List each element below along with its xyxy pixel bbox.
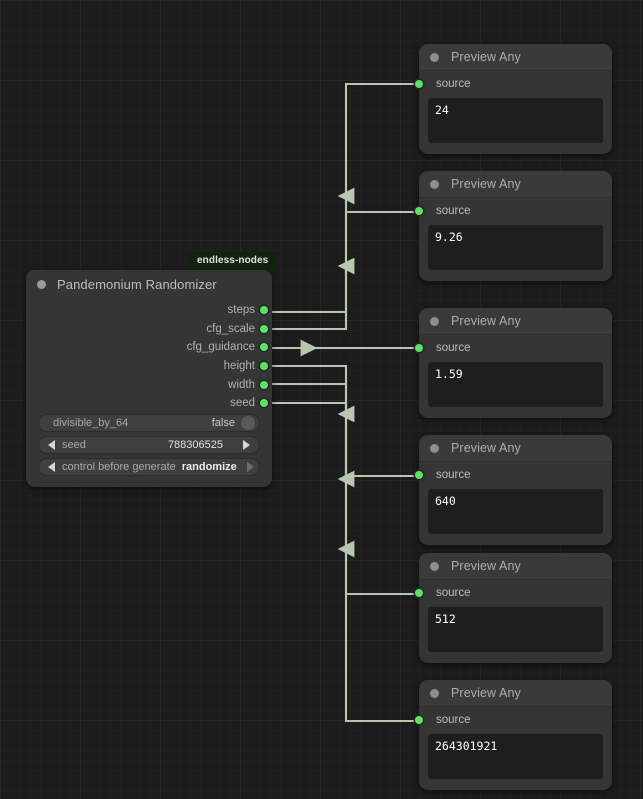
package-badge: endless-nodes bbox=[189, 252, 277, 270]
input-label: source bbox=[436, 586, 471, 599]
widget-label: control before generate bbox=[62, 461, 176, 473]
widget-seed[interactable]: seed 788306525 bbox=[38, 436, 260, 454]
widget-value: randomize bbox=[181, 461, 237, 473]
output-slot-seed[interactable]: seed bbox=[26, 394, 272, 413]
node-pandemonium-randomizer[interactable]: Pandemonium Randomizer steps cfg_scale c… bbox=[26, 270, 272, 487]
output-slot-steps[interactable]: steps bbox=[26, 301, 272, 320]
input-port-icon[interactable] bbox=[415, 470, 423, 479]
input-slot-source[interactable]: source bbox=[415, 71, 612, 96]
node-title: Preview Any bbox=[451, 50, 521, 64]
input-label: source bbox=[436, 468, 471, 481]
previous-arrow-icon[interactable] bbox=[48, 462, 55, 472]
circle-collapse-icon[interactable] bbox=[430, 443, 439, 453]
circle-collapse-icon[interactable] bbox=[430, 316, 439, 326]
node-title: Pandemonium Randomizer bbox=[57, 277, 217, 292]
widget-value: false bbox=[211, 417, 235, 429]
output-port-icon[interactable] bbox=[260, 324, 268, 333]
input-label: source bbox=[436, 341, 471, 354]
circle-collapse-icon[interactable] bbox=[430, 561, 439, 571]
preview-value-textbox: 640 bbox=[428, 489, 603, 534]
widget-label: seed bbox=[62, 439, 86, 451]
node-header[interactable]: Preview Any bbox=[419, 680, 612, 707]
increment-arrow-icon[interactable] bbox=[243, 440, 250, 450]
next-arrow-icon[interactable] bbox=[246, 462, 254, 472]
output-label: width bbox=[228, 378, 255, 391]
output-port-icon[interactable] bbox=[260, 343, 268, 352]
output-label: height bbox=[223, 360, 255, 373]
input-slot-source[interactable]: source bbox=[415, 707, 612, 732]
preview-value-textbox: 24 bbox=[428, 98, 603, 143]
node-title: Preview Any bbox=[451, 686, 521, 700]
preview-value-textbox: 512 bbox=[428, 607, 603, 652]
input-port-icon[interactable] bbox=[415, 588, 423, 597]
node-preview-any-3[interactable]: Preview Any source 1.59 bbox=[415, 308, 612, 418]
circle-collapse-icon[interactable] bbox=[430, 179, 439, 189]
output-label: steps bbox=[227, 304, 256, 317]
input-port-icon[interactable] bbox=[415, 715, 423, 724]
output-slot-list: steps cfg_scale cfg_guidance height widt… bbox=[26, 301, 272, 413]
widget-label: divisible_by_64 bbox=[53, 417, 129, 429]
circle-collapse-icon[interactable] bbox=[430, 52, 439, 62]
output-label: cfg_scale bbox=[206, 322, 255, 335]
input-label: source bbox=[436, 713, 471, 726]
preview-value-textbox: 264301921 bbox=[428, 734, 603, 779]
output-port-icon[interactable] bbox=[260, 399, 268, 408]
input-slot-source[interactable]: source bbox=[415, 462, 612, 487]
node-header[interactable]: Pandemonium Randomizer bbox=[26, 270, 272, 299]
output-label: cfg_guidance bbox=[186, 341, 255, 354]
widget-list: divisible_by_64 false seed 788306525 con… bbox=[38, 414, 260, 480]
node-preview-any-2[interactable]: Preview Any source 9.26 bbox=[415, 171, 612, 281]
output-slot-height[interactable]: height bbox=[26, 357, 272, 376]
input-label: source bbox=[436, 204, 471, 217]
widget-divisible-by-64[interactable]: divisible_by_64 false bbox=[38, 414, 260, 432]
node-preview-any-1[interactable]: Preview Any source 24 bbox=[415, 44, 612, 154]
node-header[interactable]: Preview Any bbox=[419, 435, 612, 462]
node-header[interactable]: Preview Any bbox=[419, 308, 612, 335]
input-slot-source[interactable]: source bbox=[415, 580, 612, 605]
input-slot-source[interactable]: source bbox=[415, 335, 612, 360]
preview-value-textbox: 1.59 bbox=[428, 362, 603, 407]
node-preview-any-4[interactable]: Preview Any source 640 bbox=[415, 435, 612, 545]
node-title: Preview Any bbox=[451, 177, 521, 191]
widget-value: 788306525 bbox=[167, 439, 223, 451]
output-slot-cfg-scale[interactable]: cfg_scale bbox=[26, 320, 272, 339]
circle-collapse-icon[interactable] bbox=[430, 688, 439, 698]
output-label: seed bbox=[230, 397, 255, 410]
widget-control-before-generate[interactable]: control before generate randomize bbox=[38, 458, 260, 476]
output-port-icon[interactable] bbox=[260, 306, 268, 315]
output-port-icon[interactable] bbox=[260, 380, 268, 389]
toggle-knob-icon[interactable] bbox=[241, 416, 255, 430]
node-title: Preview Any bbox=[451, 559, 521, 573]
input-port-icon[interactable] bbox=[415, 206, 423, 215]
node-preview-any-6[interactable]: Preview Any source 264301921 bbox=[415, 680, 612, 790]
input-port-icon[interactable] bbox=[415, 79, 423, 88]
input-port-icon[interactable] bbox=[415, 343, 423, 352]
node-preview-any-5[interactable]: Preview Any source 512 bbox=[415, 553, 612, 663]
node-header[interactable]: Preview Any bbox=[419, 44, 612, 71]
input-slot-source[interactable]: source bbox=[415, 198, 612, 223]
input-label: source bbox=[436, 77, 471, 90]
output-port-icon[interactable] bbox=[260, 362, 268, 371]
node-title: Preview Any bbox=[451, 441, 521, 455]
circle-collapse-icon[interactable] bbox=[37, 280, 46, 289]
node-title: Preview Any bbox=[451, 314, 521, 328]
node-header[interactable]: Preview Any bbox=[419, 553, 612, 580]
output-slot-cfg-guidance[interactable]: cfg_guidance bbox=[26, 338, 272, 357]
node-header[interactable]: Preview Any bbox=[419, 171, 612, 198]
decrement-arrow-icon[interactable] bbox=[48, 440, 55, 450]
preview-value-textbox: 9.26 bbox=[428, 225, 603, 270]
output-slot-width[interactable]: width bbox=[26, 375, 272, 394]
